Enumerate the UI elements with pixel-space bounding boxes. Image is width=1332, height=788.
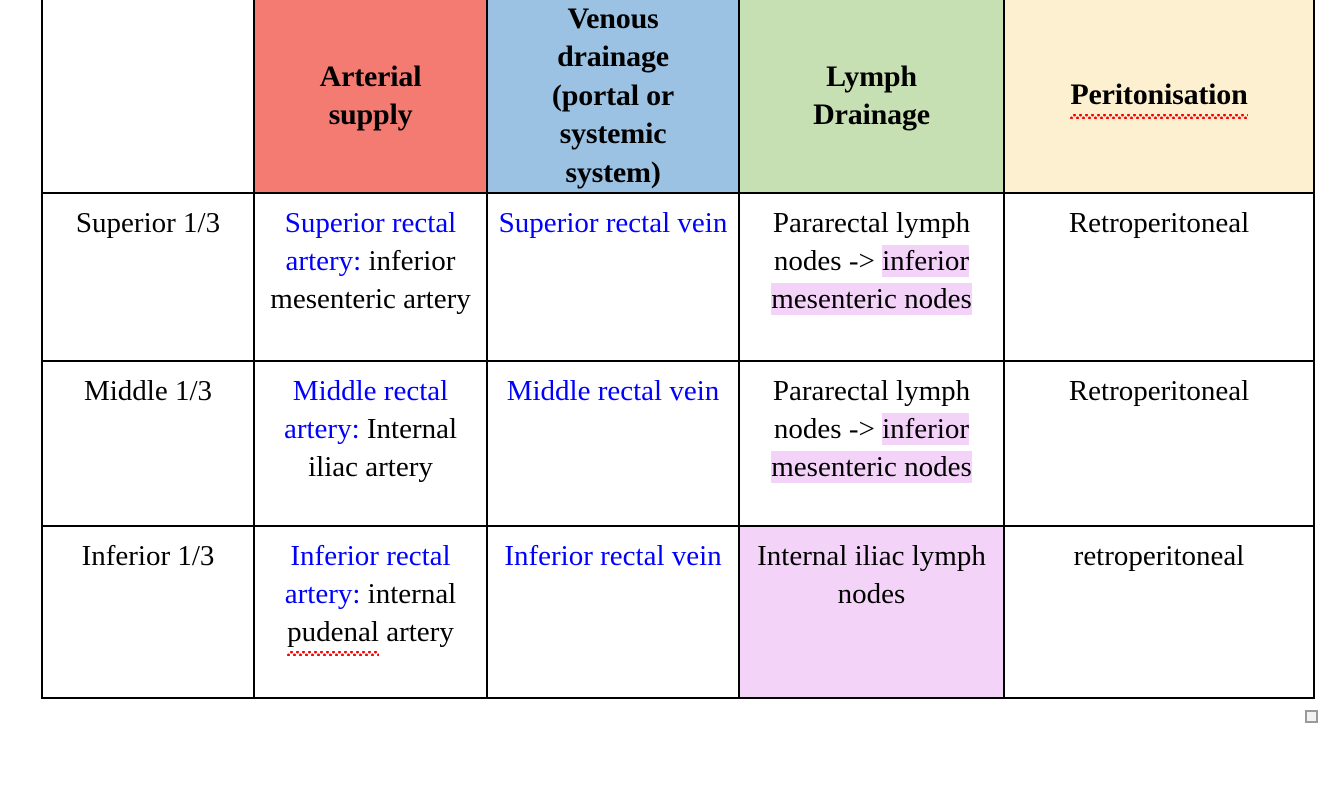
cell-peritonisation-superior: Retroperitoneal [1003, 191, 1315, 362]
region-label: Middle 1/3 [83, 374, 213, 407]
table-row: Inferior 1/3 Inferior rectal artery: int… [41, 524, 1315, 699]
arterial-origin: Internal iliac artery [308, 413, 458, 484]
region-label: Superior 1/3 [75, 206, 221, 239]
cell-venous-middle: Middle rectal vein [486, 359, 740, 527]
cell-region-inferior: Inferior 1/3 [41, 524, 255, 699]
header-label-peritonisation: Peritonisation [1070, 76, 1248, 120]
header-label-venous-line-1: Venous [567, 2, 659, 35]
venous-vein-name: Middle rectal vein [506, 374, 720, 407]
cell-lymph-middle: Pararectal lymph nodes -> inferior mesen… [738, 359, 1005, 527]
cell-arterial-inferior: Inferior rectal artery: internal pudenal… [253, 524, 488, 699]
region-label: Inferior 1/3 [81, 539, 215, 572]
header-label-arterial-line-2: supply [328, 97, 413, 131]
lymph-primary-nodes: Pararectal lymph nodes -> [772, 374, 971, 446]
arterial-origin: inferior mesenteric artery [270, 245, 471, 316]
header-cell-peritonisation: Peritonisation [1003, 0, 1315, 194]
arterial-origin-misspelled-word: pudenal [287, 613, 379, 657]
header-cell-region [41, 0, 255, 194]
header-label-venous-line-3: (portal or [551, 78, 675, 112]
header-cell-arterial-supply: Arterial supply [253, 0, 488, 194]
header-cell-lymph-drainage: Lymph Drainage [738, 0, 1005, 194]
cell-venous-superior: Superior rectal vein [486, 191, 740, 362]
table-row: Middle 1/3 Middle rectal artery: Interna… [41, 359, 1315, 527]
header-label-lymph-line-2: Drainage [813, 97, 930, 131]
venous-vein-name: Inferior rectal vein [504, 539, 722, 572]
table-row: Superior 1/3 Superior rectal artery: inf… [41, 191, 1315, 362]
cell-lymph-inferior: Internal iliac lymph nodes [738, 524, 1005, 699]
cell-arterial-middle: Middle rectal artery: Internal iliac art… [253, 359, 488, 527]
table-header-row: Arterial supply Venous drainage (portal … [41, 0, 1315, 194]
header-label-lymph-line-1: Lymph [826, 59, 917, 93]
cell-lymph-superior: Pararectal lymph nodes -> inferior mesen… [738, 191, 1005, 362]
header-label-venous-line-2: drainage [557, 40, 669, 74]
header-label-venous-line-5: system) [565, 155, 661, 189]
venous-vein-name: Superior rectal vein [498, 206, 728, 239]
arterial-origin-suffix: artery [378, 616, 454, 649]
cell-venous-inferior: Inferior rectal vein [486, 524, 740, 699]
cell-arterial-superior: Superior rectal artery: inferior mesente… [253, 191, 488, 362]
arterial-artery-name: Inferior rectal artery: [284, 539, 451, 611]
lymph-primary-nodes: Pararectal lymph nodes -> [772, 206, 971, 278]
cell-region-middle: Middle 1/3 [41, 359, 255, 527]
header-label-arterial-line-1: Arterial [319, 59, 422, 93]
cell-region-superior: Superior 1/3 [41, 191, 255, 362]
table-resize-handle[interactable] [1305, 710, 1318, 723]
cell-peritonisation-inferior: retroperitoneal [1003, 524, 1315, 699]
header-label-venous-line-4: systemic [559, 117, 667, 151]
arterial-artery-name: Middle rectal artery: [283, 374, 449, 446]
peritonisation-value: Retroperitoneal [1068, 206, 1250, 239]
peritonisation-value: Retroperitoneal [1068, 374, 1250, 407]
arterial-artery-name: Superior rectal artery: [284, 206, 457, 278]
cell-peritonisation-middle: Retroperitoneal [1003, 359, 1315, 527]
header-cell-venous-drainage: Venous drainage (portal or systemic syst… [486, 0, 740, 194]
rectum-blood-supply-table: Arterial supply Venous drainage (portal … [41, 0, 1315, 699]
peritonisation-value: retroperitoneal [1073, 539, 1245, 572]
arterial-origin-prefix: internal [360, 578, 457, 611]
lymph-nodes: Internal iliac lymph nodes [757, 539, 986, 611]
